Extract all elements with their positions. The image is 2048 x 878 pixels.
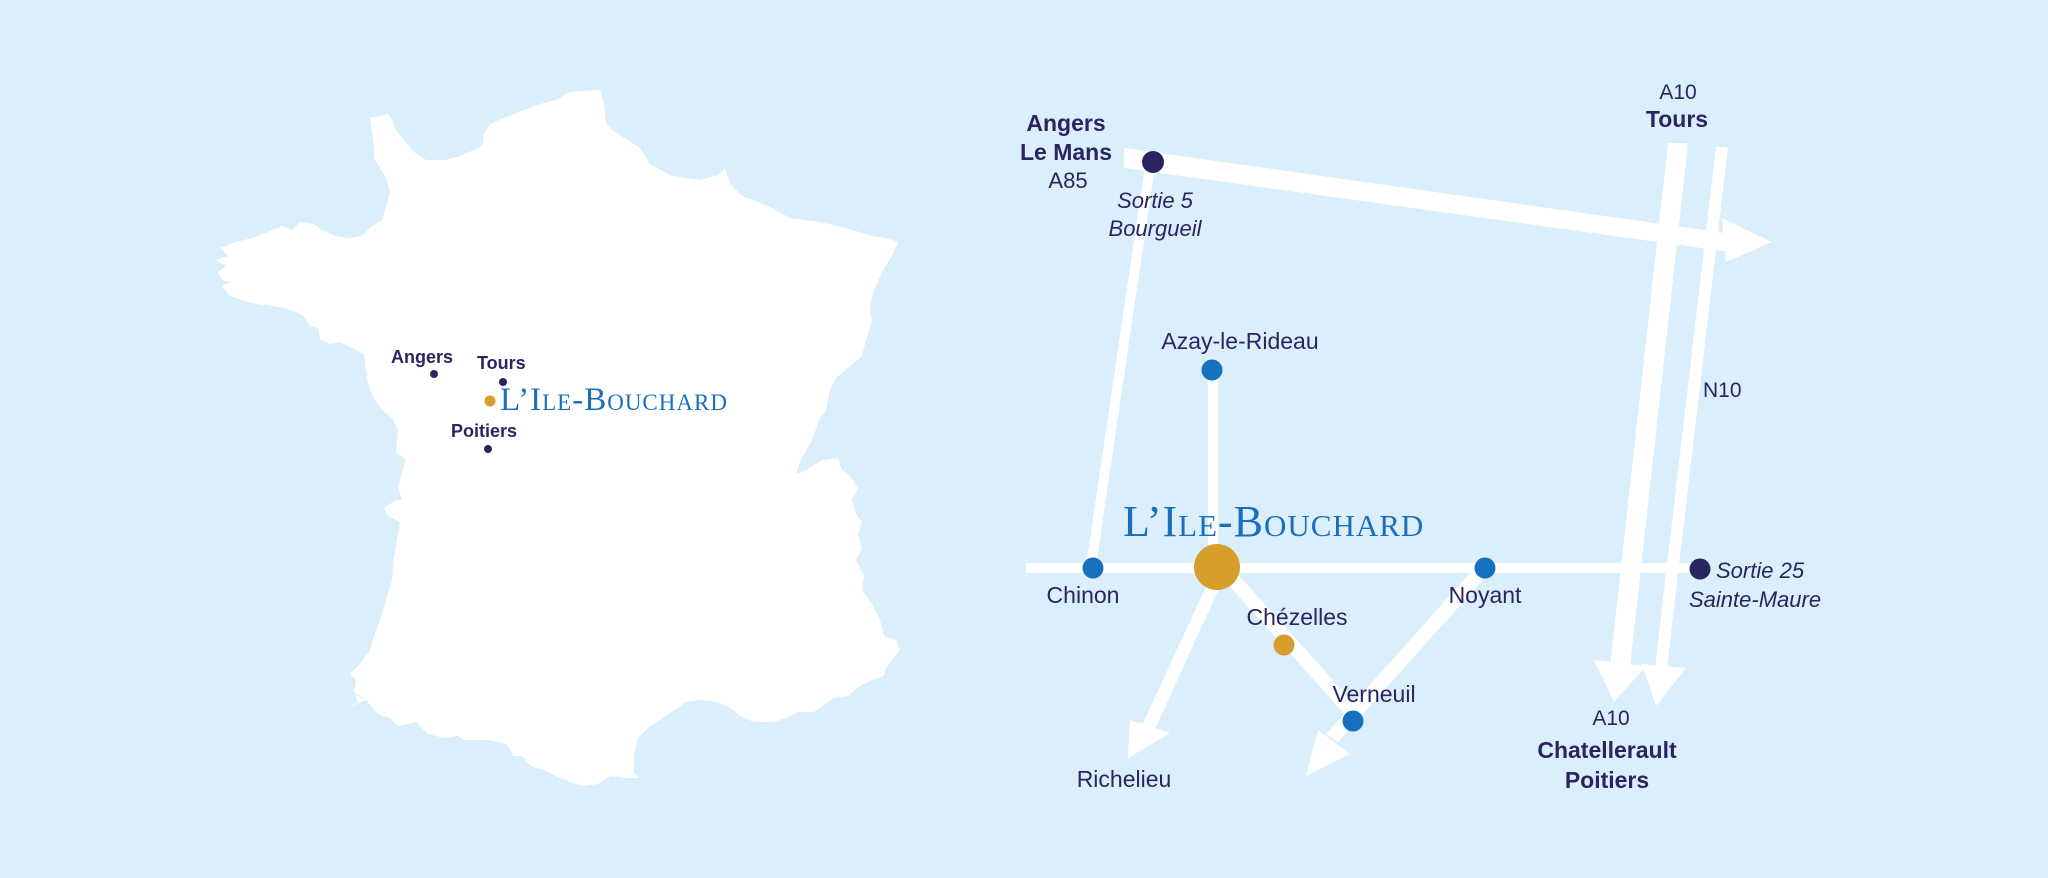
noyant-road <box>1326 566 1488 742</box>
chinon-label: Chinon <box>1046 582 1120 608</box>
a85-arrow-head <box>1722 218 1772 262</box>
france-silhouette <box>216 90 900 786</box>
richelieu-label: Richelieu <box>1076 766 1172 792</box>
chezelles-label: Chézelles <box>1246 604 1348 630</box>
azay-label: Azay-le-Rideau <box>1161 328 1319 354</box>
a85-label: A85 <box>1048 168 1088 193</box>
tours-label-small: Tours <box>477 353 526 373</box>
poitiers-label-small: Poitiers <box>451 421 518 441</box>
sainte-maure-exit-dot <box>1689 558 1711 580</box>
ile-bouchard-dot-small <box>484 395 496 407</box>
sortie-5-label: Sortie 5 <box>1117 188 1193 213</box>
richelieu-arrow-head <box>1128 720 1170 758</box>
a10-arrow-head <box>1594 660 1646 702</box>
sainte-maure-label: Sainte-Maure <box>1689 587 1822 612</box>
poitiers-dot <box>484 445 492 453</box>
azay-road <box>1208 372 1218 568</box>
angers-dot <box>430 370 438 378</box>
main-horizontal-road <box>1026 563 1702 573</box>
france-map-title: L’Ile-Bouchard <box>500 382 728 418</box>
france-corsica-gap <box>348 690 358 704</box>
a10-south-label: A10 <box>1592 707 1630 730</box>
noyant-dot <box>1474 557 1496 579</box>
route-map-title: L’Ile-Bouchard <box>1123 497 1425 546</box>
azay-dot <box>1201 359 1223 381</box>
n10-label: N10 <box>1703 379 1742 402</box>
angers-label: Angers <box>1026 110 1106 136</box>
chatellerault-label: Chatellerault <box>1537 737 1677 763</box>
a85-road <box>1124 148 1732 252</box>
bourgueil-label: Bourgueil <box>1108 216 1202 241</box>
bourgueil-exit-dot <box>1142 151 1164 173</box>
poitiers-label: Poitiers <box>1564 767 1650 793</box>
ile-bouchard-dot <box>1194 544 1240 590</box>
a10-road <box>1609 143 1688 676</box>
sortie-25-label: Sortie 25 <box>1716 558 1805 583</box>
verneuil-dot <box>1342 710 1364 732</box>
tours-dot <box>499 378 507 386</box>
noyant-label: Noyant <box>1448 582 1522 608</box>
bourgueil-road <box>1086 166 1155 566</box>
n10-road <box>1654 147 1728 676</box>
le-mans-label: Le Mans <box>1019 139 1113 165</box>
richelieu-road <box>1138 578 1222 740</box>
angers-label-small: Angers <box>391 347 454 367</box>
chezelles-dot <box>1273 634 1295 656</box>
verneuil-label: Verneuil <box>1332 681 1416 707</box>
verneuil-arrow-head <box>1306 730 1350 776</box>
chinon-dot <box>1082 557 1104 579</box>
a10-north-label: A10 <box>1659 81 1697 104</box>
n10-arrow-head <box>1642 664 1686 706</box>
tours-label: Tours <box>1645 106 1709 132</box>
